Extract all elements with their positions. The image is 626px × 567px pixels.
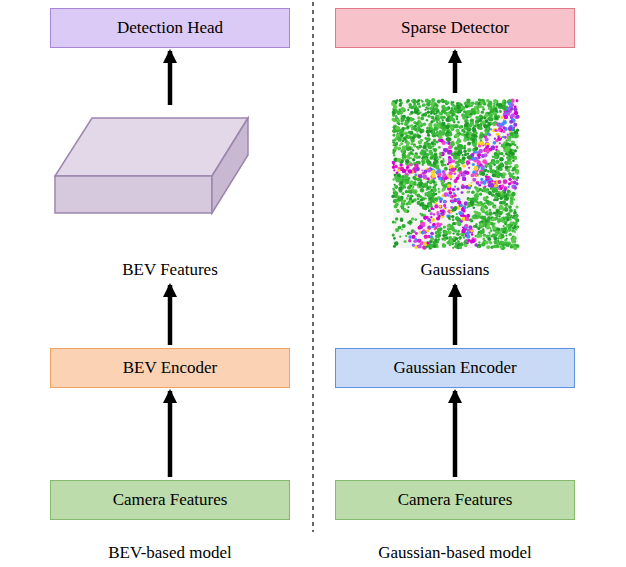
feature-label: Gaussians [390,260,520,280]
input-box: Camera Features [50,480,290,520]
box-label: Detection Head [117,18,223,38]
model-caption: BEV-based model [108,543,232,563]
flow-arrow [453,51,458,93]
box-label: Gaussian Encoder [393,358,516,378]
flow-arrow [168,391,173,477]
bev-feature-cube [50,108,290,256]
dashed-divider [312,2,313,532]
gaussian-node: Gaussians [390,96,520,282]
box-label: Camera Features [113,490,228,510]
flow-arrow [168,51,173,105]
encoder-box: BEV Encoder [50,348,290,388]
head-box: Detection Head [50,8,290,48]
feature-label: BEV Features [50,260,290,280]
box-label: BEV Encoder [123,358,218,378]
encoder-box: Gaussian Encoder [335,348,575,388]
flow-arrow [453,391,458,477]
bev-feature-node: BEV Features [50,108,290,282]
model-caption: Gaussian-based model [378,543,531,563]
gaussian-point-cloud [390,96,520,250]
detector-box: Sparse Detector [335,8,575,48]
box-label: Camera Features [398,490,513,510]
flow-arrow [453,285,458,345]
flow-arrow [168,285,173,345]
input-box: Camera Features [335,480,575,520]
box-label: Sparse Detector [401,18,509,38]
